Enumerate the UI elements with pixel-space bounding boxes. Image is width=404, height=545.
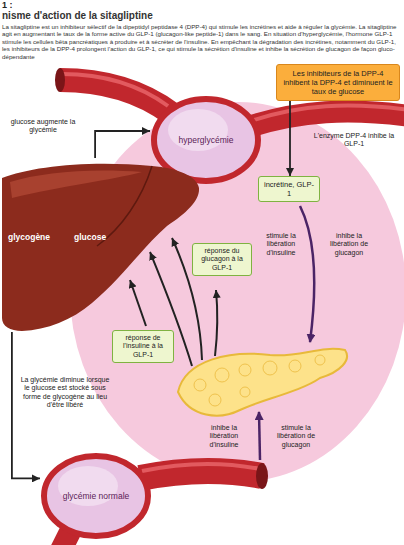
effect-arrow [300, 206, 314, 342]
lobule [263, 361, 277, 375]
liver: glycogène glucose [2, 158, 200, 332]
lobule [240, 387, 250, 397]
liver-shape [2, 164, 199, 331]
box-text: réponse de l'insuline à la GLP-1 [116, 334, 170, 359]
effect-label: stimule la libération d'insuline [256, 232, 306, 257]
response-box: réponse de l'insuline à la GLP-1 [112, 330, 174, 363]
figure-number: 1 : [2, 0, 42, 11]
lobule [289, 360, 301, 372]
blood-vessel-tube [140, 471, 262, 478]
box-text: réponse du glucagon à la GLP-1 [196, 247, 248, 272]
connector-arrow [289, 101, 291, 176]
connector-label: L'enzyme DPP-4 inhibe la GLP-1 [310, 132, 398, 149]
lobule [239, 364, 251, 376]
figure-caption: La sitagliptine est un inhibiteur sélect… [2, 23, 401, 60]
box-text: Les inhibiteurs de la DPP-4 inhibent la … [282, 69, 394, 96]
connector-label: glucose augmente la glycémie [2, 118, 84, 135]
figure-title: nisme d'action de la sitagliptine [2, 10, 400, 22]
hormone-arrow [130, 280, 146, 326]
box-text: incrétine, GLP-1 [262, 180, 316, 198]
vessel-opening [55, 68, 65, 92]
liver-text: glucose [74, 232, 106, 242]
vessel-text: hyperglycémie [179, 135, 234, 145]
effect-label: stimule la libération de glucagon [268, 424, 324, 449]
lobule [315, 355, 325, 365]
hormone-arrow [215, 290, 217, 356]
liver-outline [2, 158, 200, 332]
vessel-shine [142, 464, 260, 471]
vessel-shine [248, 106, 404, 122]
connector-label: La glycémie diminue lorsque le glucose e… [20, 376, 110, 410]
connector-arrow [95, 131, 150, 158]
liver-shine [10, 170, 142, 198]
vessel-text: glycémie normale [63, 491, 130, 501]
lobule [209, 394, 221, 406]
liver-text: glycogène [8, 232, 50, 242]
effect-label: inhibe la libération d'insuline [196, 424, 252, 449]
vessel-shine [62, 74, 168, 106]
hormone-box: incrétine, GLP-1 [258, 176, 320, 202]
connector-arrow [12, 332, 40, 478]
response-box: réponse du glucagon à la GLP-1 [192, 243, 252, 276]
pancreas-lobules [194, 355, 325, 406]
info-box: Les inhibiteurs de la DPP-4 inhibent la … [276, 64, 400, 101]
vessel-opening [256, 463, 268, 489]
effect-label: inhibe la libération de glucagon [322, 232, 376, 257]
vessel-wall [44, 456, 148, 536]
effect-arrow [259, 412, 260, 460]
lobule [194, 379, 206, 391]
liver-text-row: glycogène glucose [8, 232, 106, 242]
pancreas [178, 349, 347, 416]
lobule [215, 368, 229, 382]
blood-vessel: glycémie normale [40, 452, 152, 540]
